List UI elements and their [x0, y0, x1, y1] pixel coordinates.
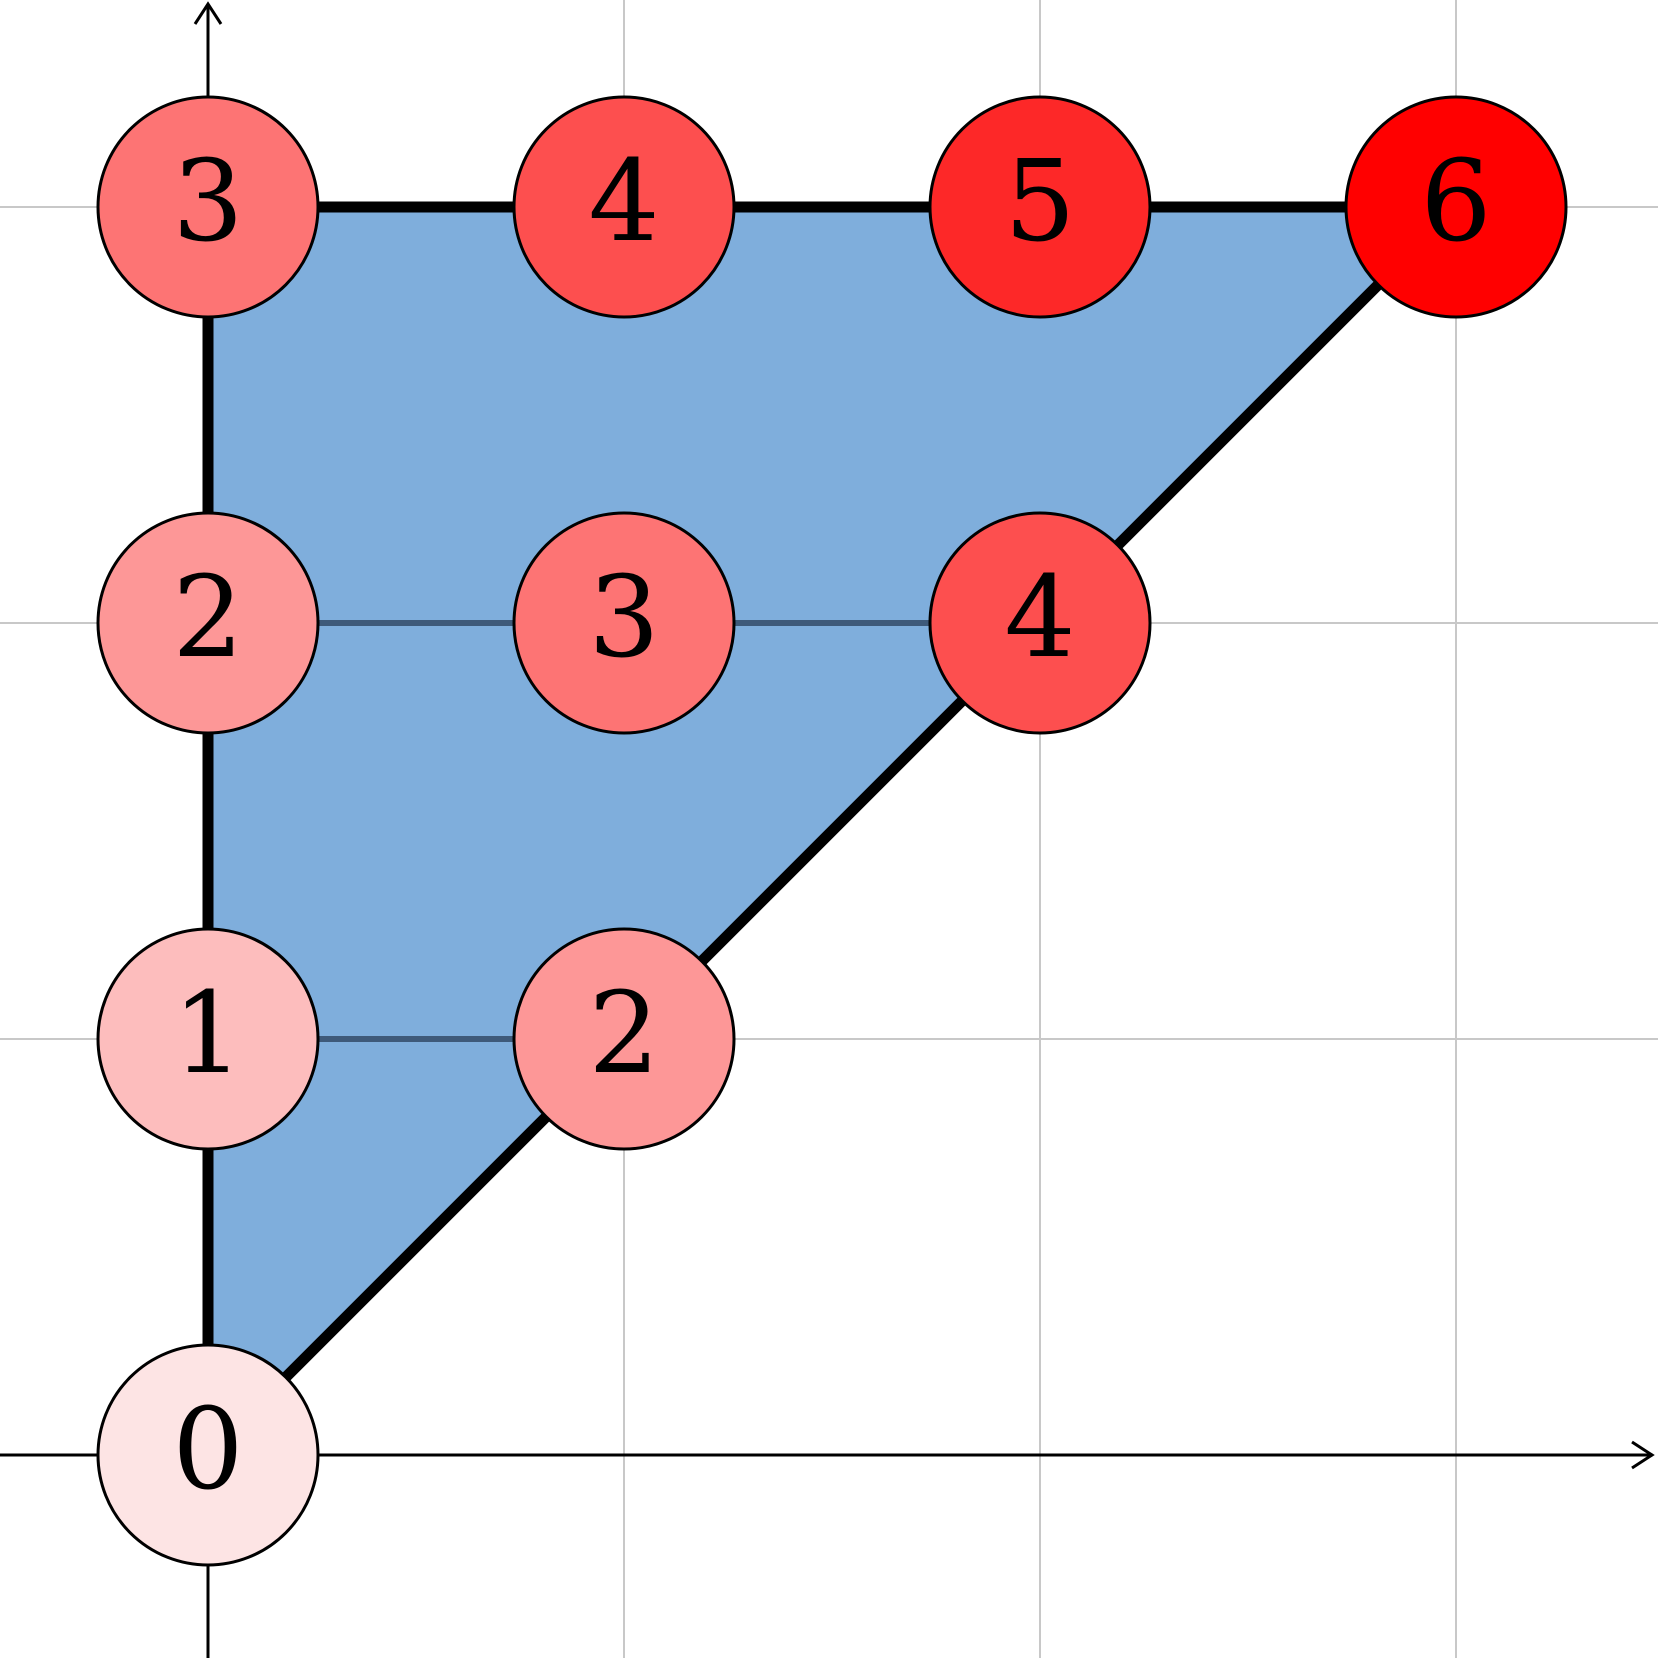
node-label: 4 — [588, 137, 659, 267]
edges — [202, 201, 1462, 1461]
node-circle — [1344, 95, 1568, 319]
lattice-node: 5 — [928, 95, 1152, 319]
lattice-node: 0 — [96, 1343, 320, 1567]
node-circle — [96, 927, 320, 1151]
lattice-node: 4 — [512, 95, 736, 319]
node-circle — [512, 511, 736, 735]
lattice-node: 1 — [96, 927, 320, 1151]
node-circle — [928, 511, 1152, 735]
node-label: 5 — [1004, 137, 1075, 267]
lattice-node: 3 — [512, 511, 736, 735]
node-label: 2 — [172, 553, 243, 683]
x-axis-arrowhead — [1631, 1440, 1655, 1470]
node-label: 0 — [172, 1385, 243, 1515]
node-circle — [928, 95, 1152, 319]
node-circle — [512, 927, 736, 1151]
lattice-node: 4 — [928, 511, 1152, 735]
y-axis-arrowhead — [193, 1, 223, 25]
node-label: 3 — [588, 553, 659, 683]
lattice-node: 2 — [512, 927, 736, 1151]
node-label: 2 — [588, 969, 659, 1099]
boundary-edge — [202, 201, 1462, 1461]
node-label: 4 — [1004, 553, 1075, 683]
lattice-node: 3 — [96, 95, 320, 319]
nodes: 0 1 2 2 3 4 3 4 5 6 — [96, 95, 1568, 1567]
lattice-node: 2 — [96, 511, 320, 735]
node-circle — [96, 511, 320, 735]
node-circle — [512, 95, 736, 319]
node-label: 6 — [1420, 137, 1491, 267]
node-circle — [96, 1343, 320, 1567]
lattice-node: 6 — [1344, 95, 1568, 319]
node-label: 3 — [172, 137, 243, 267]
node-label: 1 — [172, 969, 243, 1099]
node-circle — [96, 95, 320, 319]
